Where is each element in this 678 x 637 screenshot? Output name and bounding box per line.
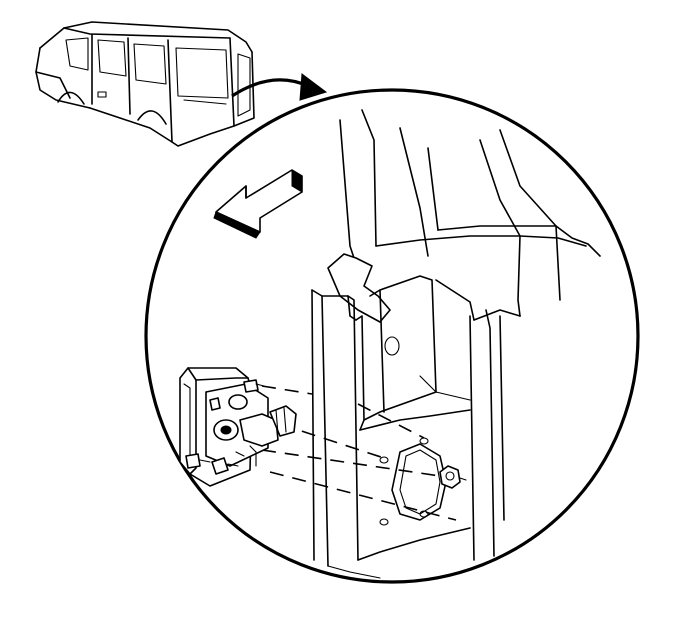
mounting-holes [379, 437, 447, 526]
body-pillar [311, 109, 601, 579]
bracket-assembly [179, 367, 297, 487]
detail-circle [144, 88, 640, 584]
van-body-icon [35, 21, 255, 147]
weld-nut [439, 465, 467, 489]
alignment-lines [261, 385, 457, 521]
bolt [209, 397, 221, 411]
bolt [211, 457, 239, 475]
bolt [185, 453, 211, 469]
forward-direction-arrow-icon [213, 169, 303, 239]
bolt [243, 379, 265, 393]
pointer-arrow-icon [231, 73, 328, 101]
